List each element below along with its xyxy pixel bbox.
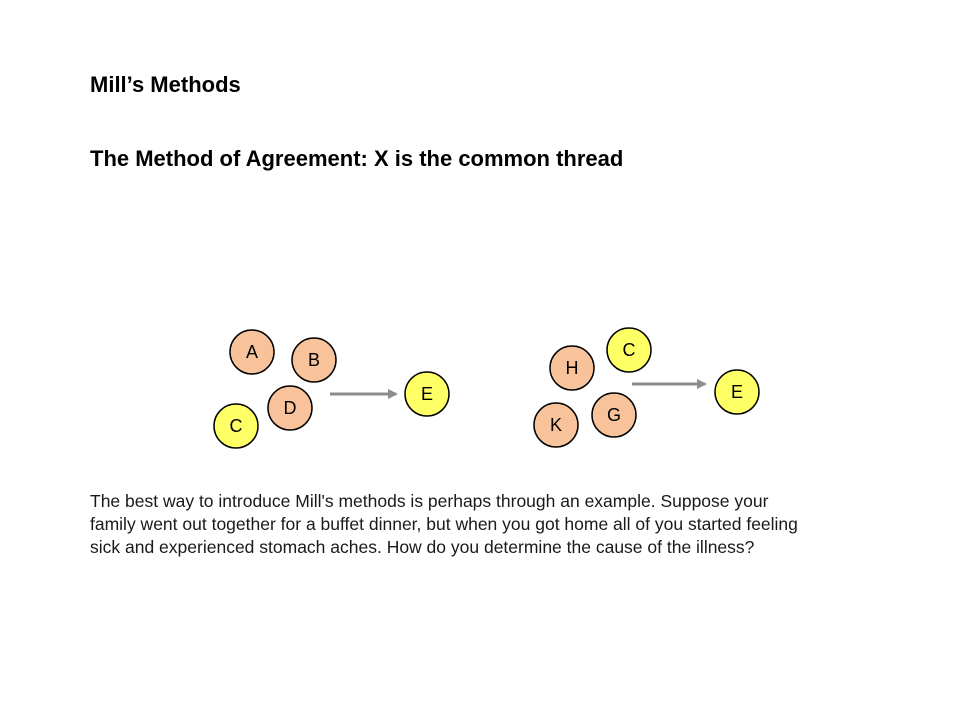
circle-label-h: H (566, 358, 579, 378)
circle-label-g: G (607, 405, 621, 425)
caption-line: family went out together for a buffet di… (90, 514, 798, 534)
diagram-group-2: H C K G E (533, 327, 760, 448)
antecedent-circle-g: G (591, 392, 637, 438)
antecedent-circle-k: K (533, 402, 579, 448)
common-circle-c: C (606, 327, 652, 373)
effect-circle-e: E (714, 369, 760, 415)
caption-line: The best way to introduce Mill's methods… (90, 491, 769, 511)
antecedent-circle-h: H (549, 345, 595, 391)
circle-label-d: D (284, 398, 297, 418)
circle-label-e: E (421, 384, 433, 404)
circle-label-b: B (308, 350, 320, 370)
circle-label-c: C (230, 416, 243, 436)
diagram-group-1: A B D C E (213, 329, 450, 449)
circle-label-e: E (731, 382, 743, 402)
common-circle-c: C (213, 403, 259, 449)
slide-title: Mill’s Methods (90, 72, 241, 97)
caption-line: sick and experienced stomach aches. How … (90, 537, 755, 557)
antecedent-circle-a: A (229, 329, 275, 375)
example-caption: The best way to introduce Mill's methods… (90, 490, 880, 559)
slide-subtitle: The Method of Agreement: X is the common… (90, 146, 624, 171)
antecedent-circle-b: B (291, 337, 337, 383)
effect-circle-e: E (404, 371, 450, 417)
circle-label-c: C (623, 340, 636, 360)
circle-label-k: K (550, 415, 562, 435)
circle-label-a: A (246, 342, 258, 362)
antecedent-circle-d: D (267, 385, 313, 431)
method-of-agreement-diagram: A B D C E H C K (213, 327, 760, 449)
